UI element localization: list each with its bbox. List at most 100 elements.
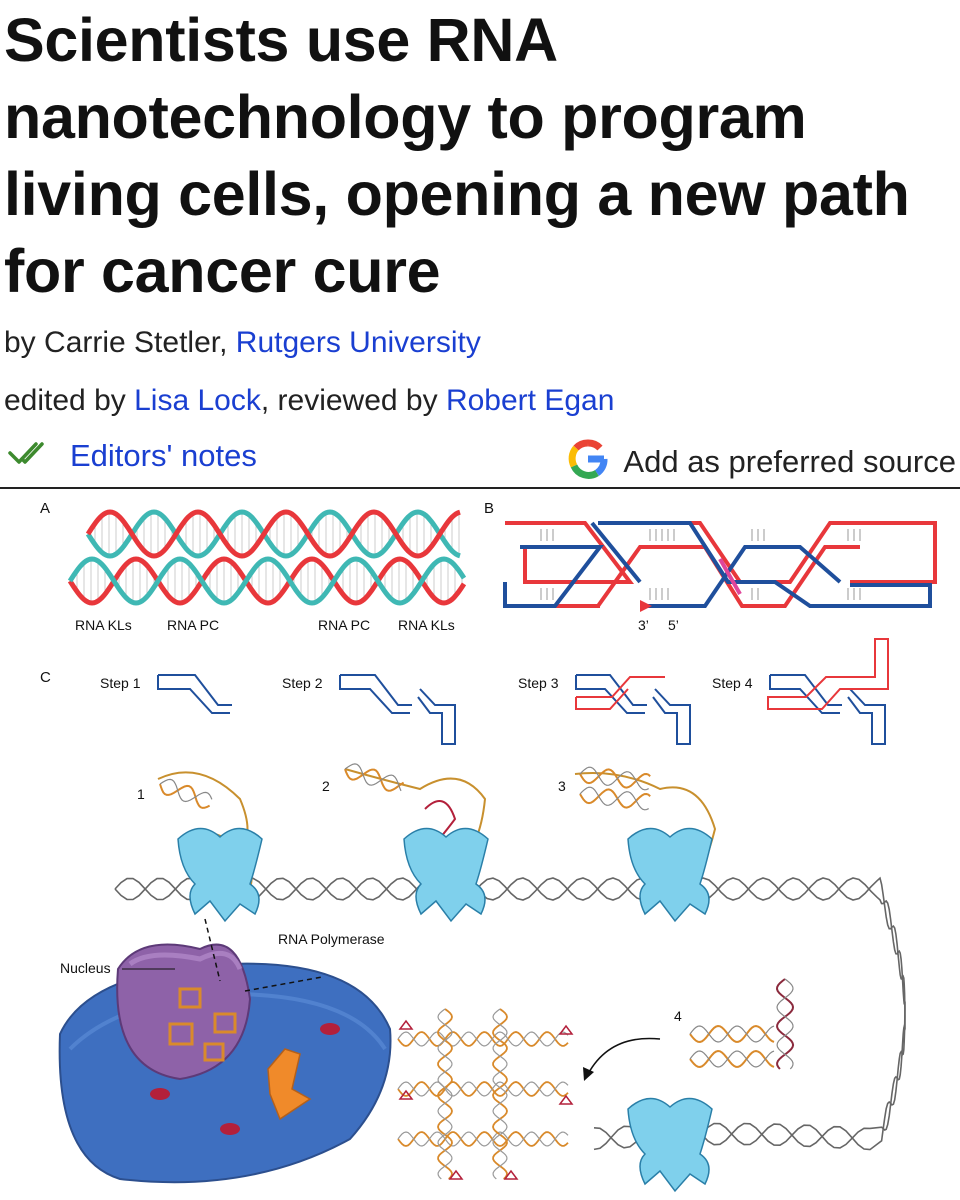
assembly-arrow (587, 1037, 661, 1075)
blue-strand-1 (503, 545, 605, 608)
lattice-strand (397, 1031, 569, 1047)
author-name: Carrie Stetler (44, 326, 220, 359)
article-headline: Scientists use RNA nanotechnology to pro… (4, 6, 910, 305)
polymerase-3 (627, 827, 713, 923)
hairpin-end (398, 1089, 414, 1100)
dna-backbone (114, 877, 906, 1151)
rna-helix-strand (344, 768, 405, 792)
blue-strand-2 (598, 521, 932, 608)
nucleus-rna-squares (168, 987, 237, 1062)
blue-strand-4 (590, 521, 642, 584)
panel-a-label-2: RNA PC (167, 617, 219, 633)
hairpin-end (558, 1094, 574, 1105)
stage-3-number: 3 (558, 778, 566, 794)
dna-backbone (114, 876, 906, 1151)
organelle-2 (220, 1123, 240, 1135)
institution-link[interactable]: Rutgers University (235, 326, 481, 359)
preferred-source-label: Add as preferred source (623, 443, 956, 479)
edited-prefix: edited by (4, 384, 135, 417)
rna-helices (159, 763, 795, 1070)
hairpin-end (503, 1169, 519, 1180)
blue-strand-3 (640, 545, 842, 608)
organelle-3 (320, 1023, 340, 1035)
helix-backbone (85, 509, 461, 559)
rna-helix-strand (344, 763, 402, 792)
stage-4-number: 4 (674, 1008, 682, 1024)
stage-2-number: 2 (322, 778, 330, 794)
red-strand-1 (505, 521, 635, 584)
double-check-icon (8, 439, 52, 474)
lattice-strand (397, 1081, 569, 1097)
assembly-arrowhead (583, 1067, 594, 1081)
hairpin-end (398, 1019, 414, 1030)
divider (0, 487, 960, 489)
step-3-label: Step 3 (518, 675, 559, 691)
mitochondrion (267, 1048, 312, 1121)
rna-helix-bundle (67, 509, 467, 606)
google-g-icon (567, 438, 609, 485)
cell-illustration (58, 918, 392, 1184)
rna-helix-strand (775, 978, 795, 1070)
polymerase-1 (177, 827, 263, 923)
lattice-strand (397, 1131, 569, 1147)
rna-helix-strand (579, 786, 649, 811)
editors-notes-button[interactable]: Editors' notes (8, 438, 257, 474)
rna-polymerases (177, 827, 713, 1193)
polymerase-2 (403, 827, 489, 923)
stage-1-number: 1 (137, 786, 145, 802)
panel-b-letter: B (484, 500, 494, 517)
rna-helix-strand (159, 778, 213, 803)
figure-illustration: A RNA KLs RNA PC RNA PC RNA KLs B 3’ 5’ … (40, 500, 937, 1193)
article-tools-row: Editors' notes Add as preferred source (0, 436, 960, 488)
three-prime-label: 3’ (638, 617, 649, 633)
panel-c-letter: C (40, 669, 51, 686)
reviewed-prefix: , reviewed by (260, 384, 446, 417)
step-2-label: Step 2 (282, 675, 323, 691)
lattice-strand (397, 1081, 569, 1097)
rna-helix-strand (689, 1049, 775, 1069)
helix-backbone (67, 556, 467, 606)
article-figure: A RNA KLs RNA PC RNA PC RNA KLs B 3’ 5’ … (0, 489, 960, 1200)
dna-strand (114, 876, 906, 1151)
strand-arrowhead (640, 600, 652, 612)
lattice-strand (492, 1008, 508, 1180)
byline: by Carrie Stetler, Rutgers University (4, 326, 481, 360)
rna-helix-strand (579, 788, 651, 809)
polymerase-4 (627, 1097, 713, 1193)
helix-backbone (85, 509, 461, 559)
rna-polymerase-label: RNA Polymerase (278, 931, 385, 947)
panel-a-letter: A (40, 500, 50, 517)
editor-link[interactable]: Lisa Lock (134, 384, 261, 417)
step-4-label: Step 4 (712, 675, 753, 691)
strand-diagram (503, 521, 937, 612)
base-pair-ticks (540, 529, 861, 600)
lattice-strand (397, 1031, 569, 1047)
rna-helix-strand (579, 766, 649, 791)
rna-helix-strand (689, 1050, 775, 1068)
rna-helix-strand (689, 1025, 775, 1043)
editors-notes-label: Editors' notes (70, 438, 257, 473)
five-prime-label: 5’ (668, 617, 679, 633)
hairpin-end (448, 1169, 464, 1180)
add-preferred-source-button[interactable]: Add as preferred source (567, 438, 956, 485)
rna-helix-strand (776, 978, 794, 1070)
step-diagrams (157, 638, 889, 745)
red-strand-2 (650, 521, 937, 584)
byline-separator: , (219, 326, 236, 359)
byline-prefix: by (4, 326, 45, 359)
lattice-strand (397, 1131, 569, 1147)
panel-a-label-4: RNA KLs (398, 617, 455, 633)
step-1-label: Step 1 (100, 675, 141, 691)
nucleus-label: Nucleus (60, 960, 111, 976)
hairpin-end (558, 1024, 574, 1035)
lattice-strand (437, 1008, 453, 1180)
organelle-1 (150, 1088, 170, 1100)
panel-a-label-3: RNA PC (318, 617, 370, 633)
rna-helix-strand (579, 768, 651, 789)
reviewer-link[interactable]: Robert Egan (445, 384, 615, 417)
edit-line: edited by Lisa Lock, reviewed by Robert … (4, 384, 614, 418)
zoom-line-2 (244, 976, 323, 992)
rna-nanostructure-lattice (397, 1008, 574, 1180)
panel-a-label-1: RNA KLs (75, 617, 132, 633)
zoom-line-1 (204, 918, 221, 982)
